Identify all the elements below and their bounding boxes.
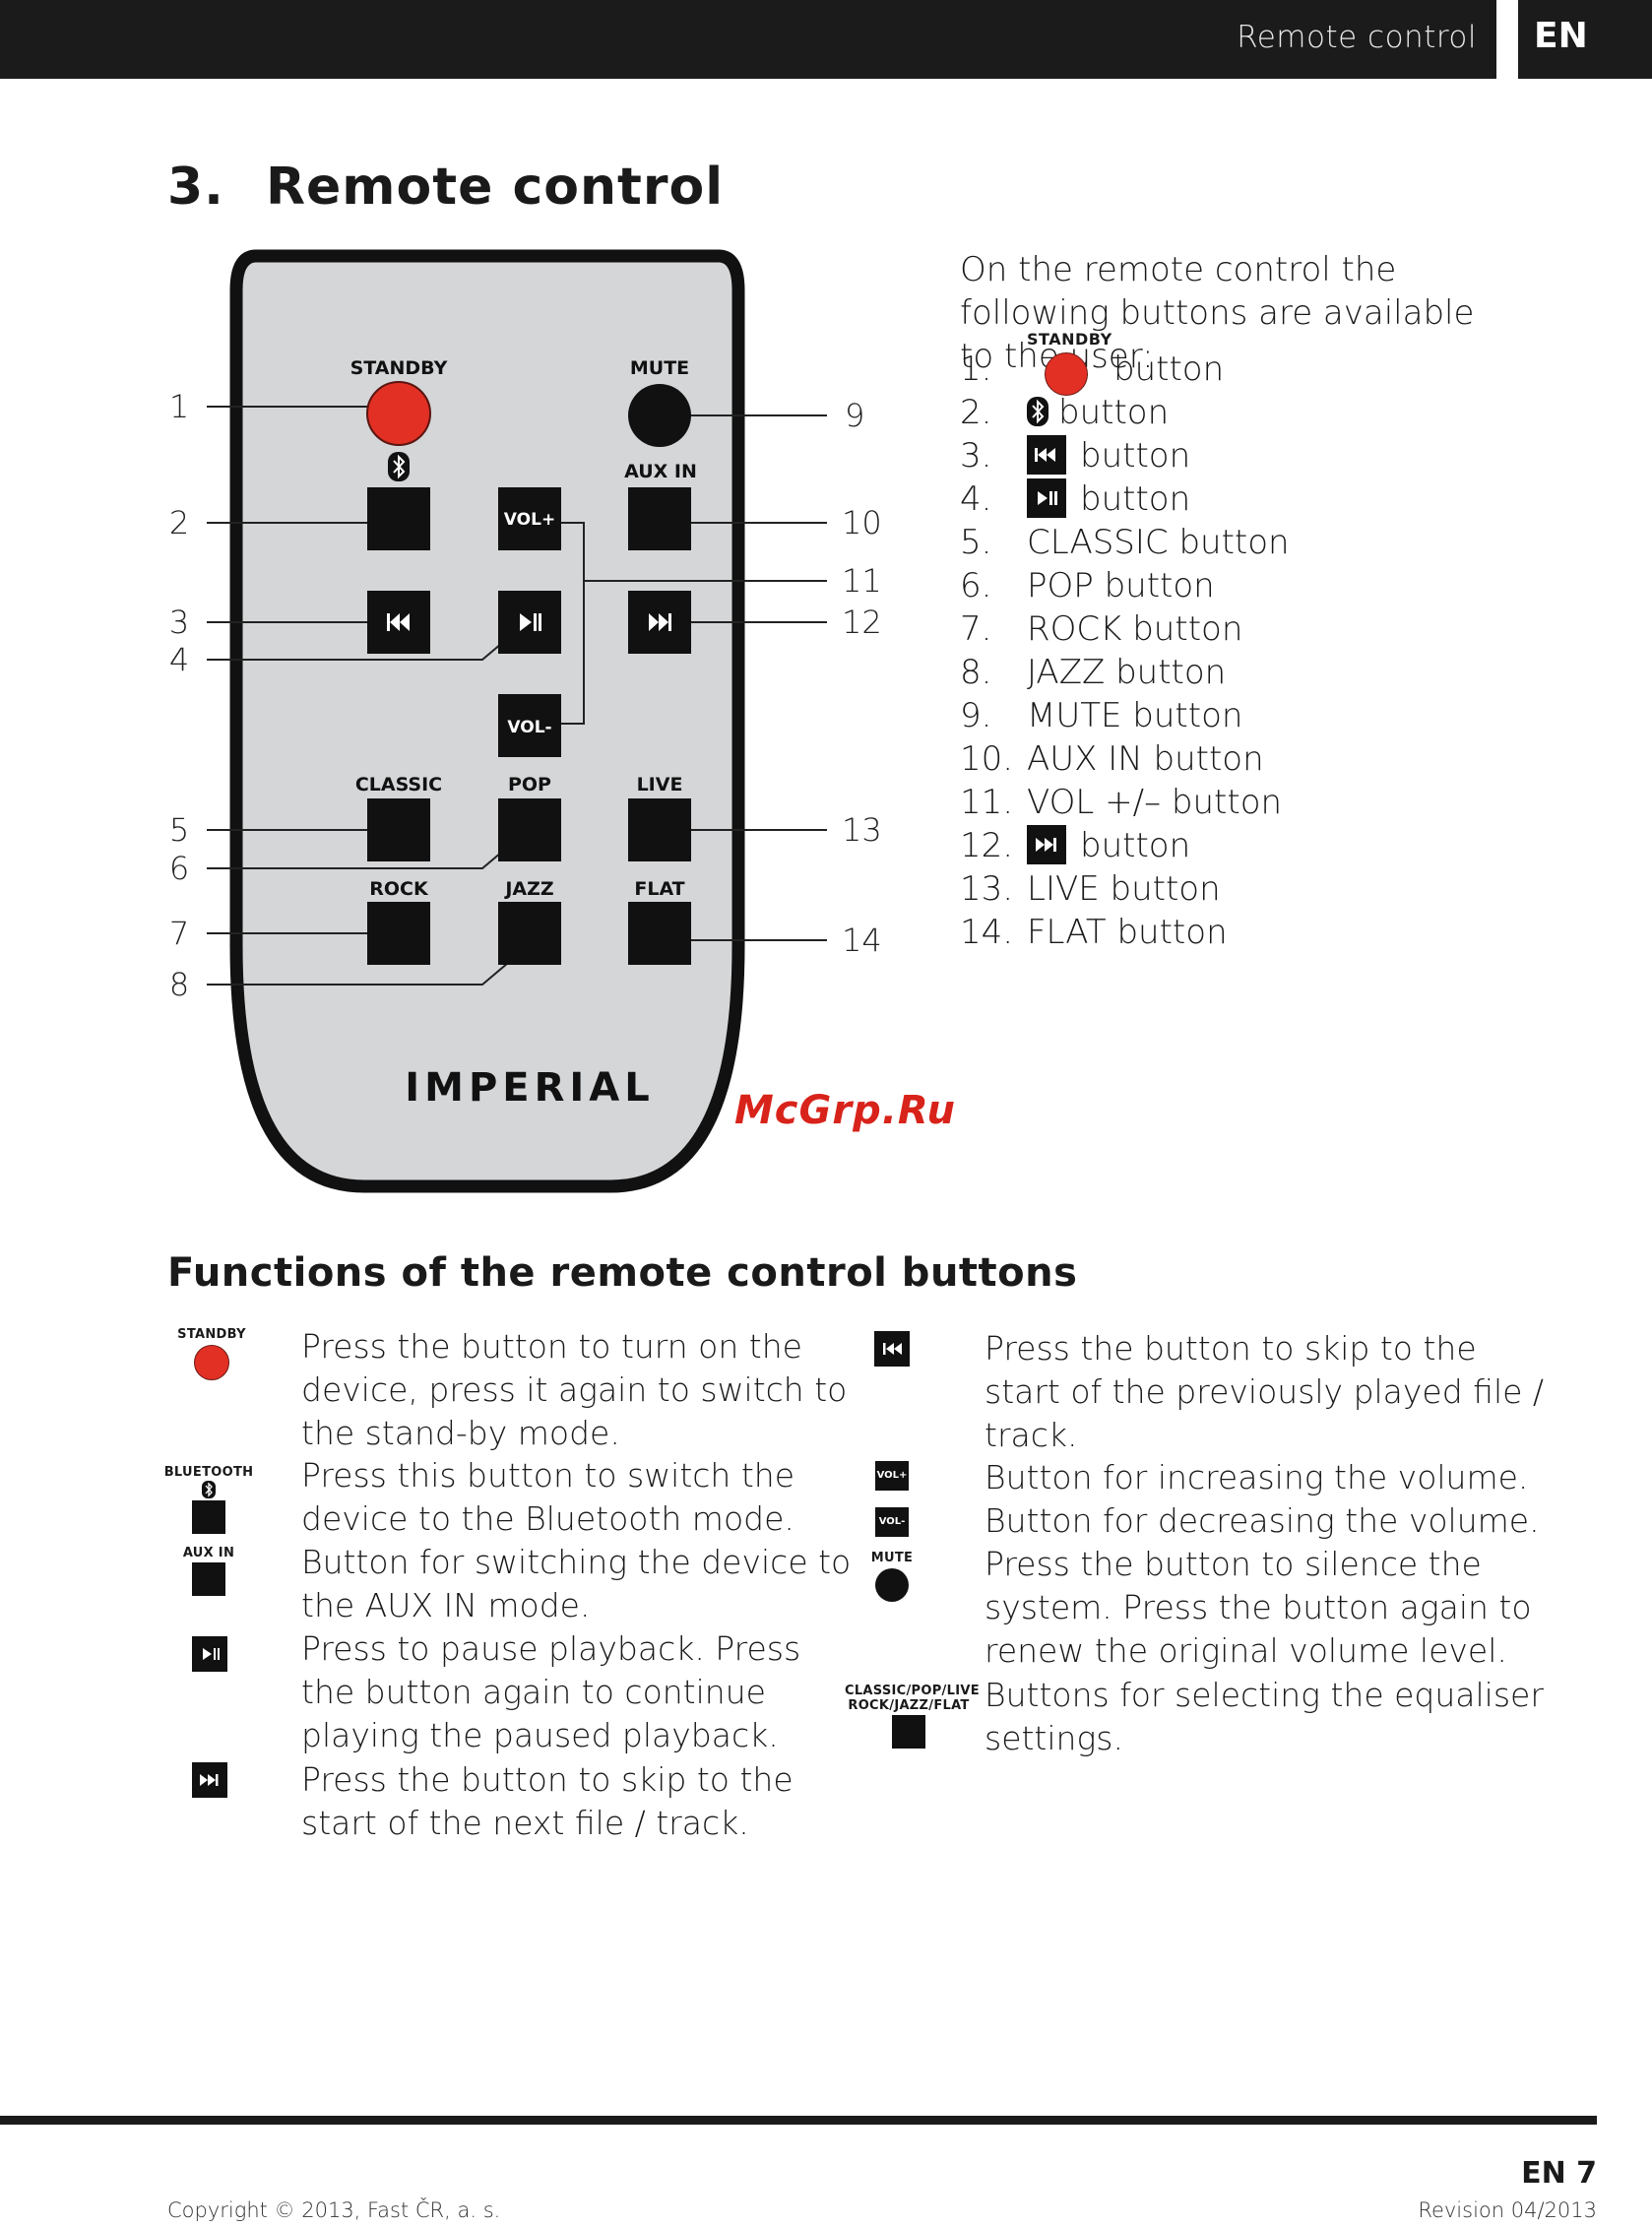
previous-track-icon — [874, 1331, 910, 1367]
callout-11: 11 — [842, 562, 882, 600]
jazz-label: JAZZ — [503, 878, 553, 900]
function-vol-minus: Button for decreasing the volume. — [985, 1501, 1540, 1540]
pop-button[interactable] — [498, 798, 561, 861]
aux-in-button-icon: AUX IN — [167, 1546, 250, 1596]
watermark: McGrp.Ru — [734, 1088, 956, 1133]
standby-button[interactable] — [366, 381, 431, 446]
previous-track-icon — [1027, 434, 1066, 475]
header-bar: Remote control — [0, 0, 1496, 79]
remote-body — [229, 249, 745, 1193]
section-number: 3. — [167, 158, 224, 217]
standby-button-icon: STANDBY — [1027, 330, 1112, 396]
callout-lines-right — [561, 414, 827, 941]
footer-rule — [0, 2116, 1597, 2125]
flat-button[interactable] — [628, 902, 691, 965]
live-button[interactable] — [628, 798, 691, 861]
classic-label: CLASSIC — [355, 774, 442, 795]
bluetooth-button-icon: BLUETOOTH — [163, 1465, 254, 1534]
rock-label: ROCK — [369, 878, 429, 900]
aux-in-label: AUX IN — [624, 461, 697, 482]
vol-minus-button[interactable] — [498, 694, 561, 757]
language-badge: EN — [1518, 0, 1652, 79]
callout-13: 13 — [842, 811, 882, 849]
bluetooth-button[interactable] — [367, 487, 430, 550]
language-code: EN — [1534, 16, 1588, 56]
callout-1: 1 — [169, 388, 189, 425]
bluetooth-icon — [1027, 396, 1048, 426]
callout-6: 6 — [169, 850, 189, 887]
callout-9: 9 — [845, 397, 864, 434]
equaliser-button-icon: CLASSIC/POP/LIVE ROCK/JAZZ/FLAT — [845, 1684, 980, 1749]
callout-3: 3 — [169, 604, 189, 641]
callout-2: 2 — [169, 504, 189, 541]
function-vol-plus: Button for increasing the volume. — [985, 1458, 1529, 1496]
rock-button[interactable] — [367, 902, 430, 965]
play-pause-icon — [1027, 477, 1066, 518]
vol-minus-label: VOL- — [507, 718, 551, 737]
callout-7: 7 — [169, 915, 189, 952]
remote-diagram: 1 2 3 4 5 6 7 8 9 10 11 12 13 14 STANDBY… — [169, 249, 882, 1193]
revision: Revision 04/2013 — [1418, 2198, 1597, 2222]
pop-label: POP — [508, 774, 551, 795]
section-title-text: Remote control — [266, 158, 725, 217]
flat-label: FLAT — [634, 878, 684, 900]
standby-icon: STANDBY — [167, 1327, 256, 1380]
live-label: LIVE — [637, 774, 683, 795]
callout-4: 4 — [169, 641, 189, 678]
mute-button[interactable] — [628, 384, 691, 447]
page-number: EN 7 — [1521, 2156, 1597, 2191]
classic-button[interactable] — [367, 798, 430, 861]
callout-14: 14 — [842, 922, 882, 959]
play-pause-icon — [192, 1636, 227, 1672]
jazz-button[interactable] — [498, 902, 561, 965]
standby-label: STANDBY — [350, 357, 448, 379]
next-track-icon — [1027, 824, 1066, 864]
mute-label: MUTE — [630, 357, 689, 379]
next-track-icon — [192, 1762, 227, 1798]
section-title: 3. Remote control — [167, 158, 724, 217]
brand-logo: IMPERIAL — [405, 1065, 654, 1111]
callout-10: 10 — [842, 504, 882, 541]
vol-plus-icon: VOL+ — [875, 1461, 909, 1491]
header-title: Remote control — [1237, 20, 1477, 55]
aux-in-button[interactable] — [628, 487, 691, 550]
functions-title: Functions of the remote control buttons — [167, 1250, 1078, 1296]
vol-minus-icon: VOL- — [875, 1507, 909, 1537]
intro-text: On the remote control the following butt… — [960, 250, 1475, 376]
vol-plus-label: VOL+ — [504, 510, 555, 530]
bluetooth-icon — [388, 452, 410, 481]
callout-5: 5 — [169, 811, 189, 849]
callout-8: 8 — [169, 966, 189, 1003]
copyright: Copyright © 2013, Fast ČR, a. s. — [167, 2198, 501, 2222]
mute-icon: MUTE — [866, 1551, 918, 1602]
callout-12: 12 — [842, 604, 882, 641]
vol-plus-button[interactable] — [498, 487, 561, 550]
